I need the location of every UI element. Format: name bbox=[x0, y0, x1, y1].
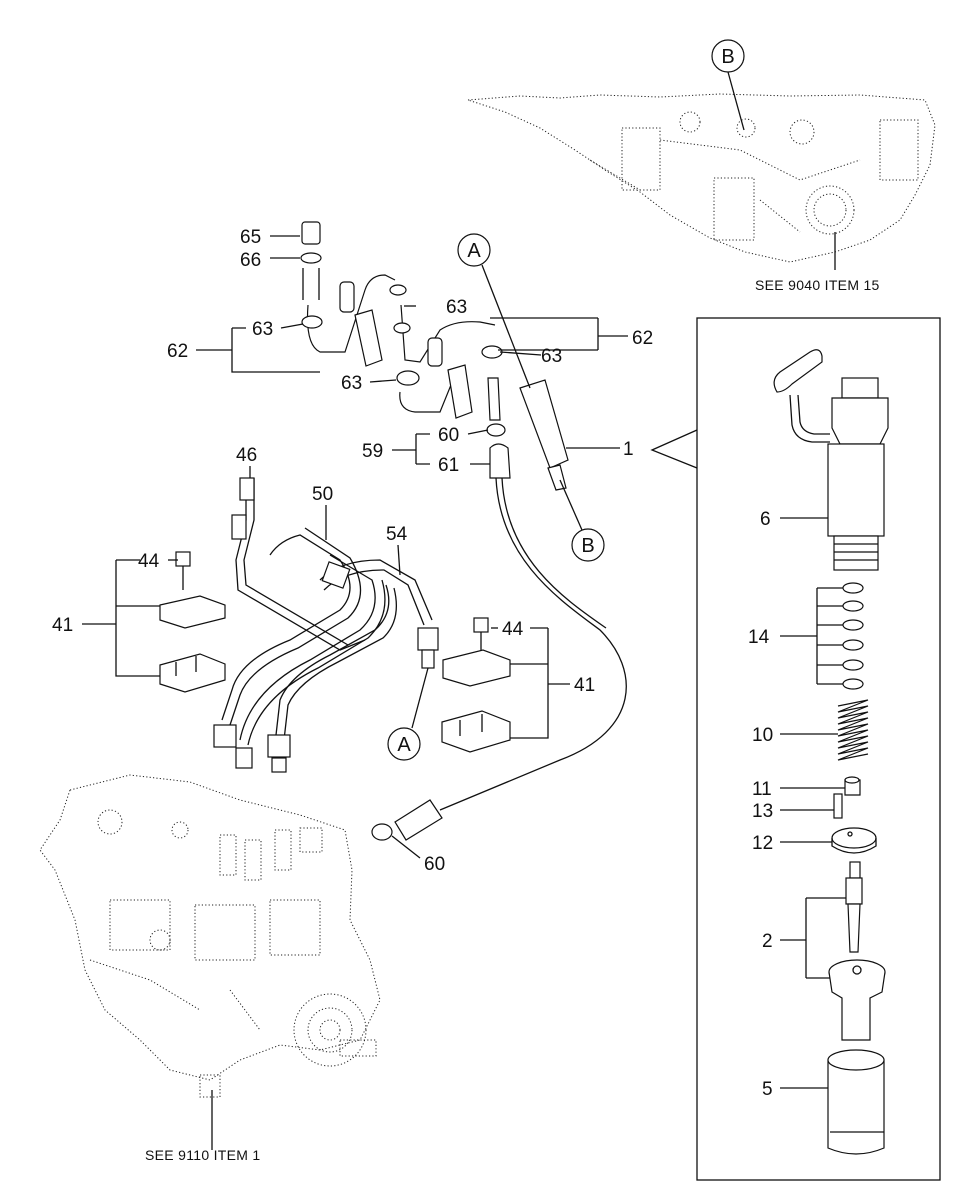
callout-46: 46 bbox=[236, 445, 257, 466]
callout-1: 1 bbox=[623, 439, 634, 460]
clamp-right bbox=[441, 617, 511, 753]
callout-44-a: 44 bbox=[138, 551, 160, 572]
callout-5: 5 bbox=[762, 1079, 773, 1100]
head-reference-text: SEE 9040 ITEM 15 bbox=[755, 277, 880, 293]
callout-11: 11 bbox=[752, 779, 772, 800]
injector-detail-box bbox=[696, 317, 941, 1181]
svg-text:B: B bbox=[721, 46, 734, 68]
callout-63-c: 63 bbox=[541, 346, 562, 367]
overflow-pipes-drawing bbox=[300, 221, 569, 491]
svg-text:A: A bbox=[467, 240, 481, 262]
callout-63-a: 63 bbox=[446, 297, 467, 318]
connector-a-bottom: A bbox=[387, 667, 429, 761]
connector-b-bottom: B bbox=[559, 479, 605, 562]
callout-63-d: 63 bbox=[341, 373, 362, 394]
leader-lines bbox=[82, 235, 846, 1089]
leak-off-hose-inner bbox=[501, 477, 607, 629]
callout-59: 59 bbox=[362, 441, 383, 462]
callout-65: 65 bbox=[240, 227, 261, 248]
svg-text:B: B bbox=[581, 535, 594, 557]
pump-reference-text: SEE 9110 ITEM 1 bbox=[145, 1147, 261, 1163]
callout-54: 54 bbox=[386, 524, 408, 545]
injector-detail-parts bbox=[773, 349, 889, 1155]
callout-50: 50 bbox=[312, 484, 333, 505]
callout-66: 66 bbox=[240, 250, 261, 271]
connector-a-top: A bbox=[457, 233, 531, 389]
callout-12: 12 bbox=[752, 833, 773, 854]
cylinder-head-drawing bbox=[467, 93, 936, 263]
callout-41-a: 41 bbox=[52, 615, 73, 636]
high-pressure-pipes bbox=[213, 477, 439, 773]
injection-pump-drawing bbox=[39, 774, 381, 1098]
callout-62-a: 62 bbox=[167, 341, 188, 362]
clamp-left bbox=[159, 551, 226, 693]
callout-13: 13 bbox=[752, 801, 773, 822]
callout-41-b: 41 bbox=[574, 675, 595, 696]
callout-63-b: 63 bbox=[252, 319, 273, 340]
callout-labels: 65 66 63 63 63 63 62 62 60 61 59 1 46 50… bbox=[52, 227, 773, 1100]
detail-box-pointer bbox=[650, 429, 698, 469]
callout-14: 14 bbox=[748, 627, 770, 648]
connector-b-top: B bbox=[711, 39, 745, 131]
callout-60-a: 60 bbox=[438, 425, 459, 446]
pump-hose-fitting bbox=[371, 799, 443, 841]
svg-text:A: A bbox=[397, 734, 411, 756]
callout-2: 2 bbox=[762, 931, 773, 952]
leak-off-hose bbox=[439, 477, 627, 811]
callout-60-b: 60 bbox=[424, 854, 445, 875]
callout-6: 6 bbox=[760, 509, 771, 530]
callout-10: 10 bbox=[752, 725, 773, 746]
callout-44-b: 44 bbox=[502, 619, 524, 640]
callout-61: 61 bbox=[438, 455, 459, 476]
callout-62-b: 62 bbox=[632, 328, 653, 349]
